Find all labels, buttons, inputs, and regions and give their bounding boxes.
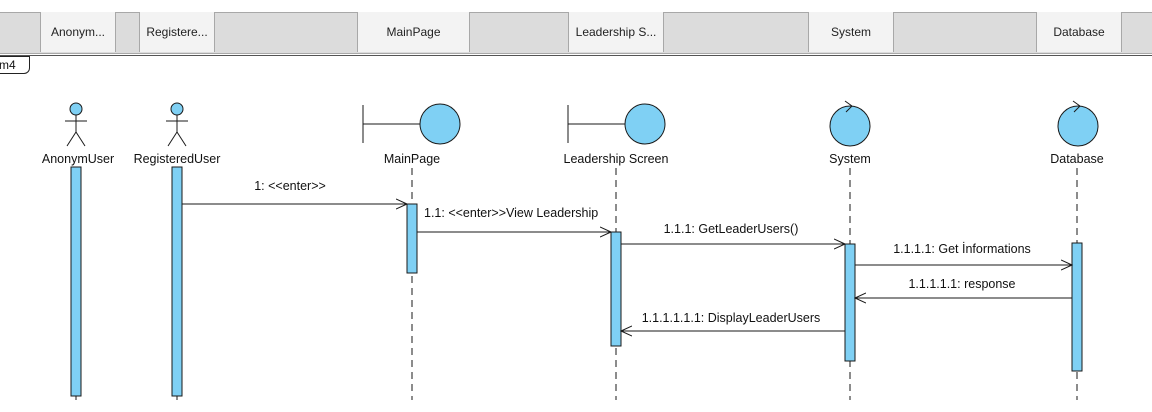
actor-icon[interactable]	[166, 102, 188, 147]
boundary-icon[interactable]	[362, 103, 461, 145]
lifeline-name-anonymuser: AnonymUser	[42, 152, 114, 166]
message-label-1-1-1: 1.1.1: GetLeaderUsers()	[664, 222, 799, 236]
activation-bar-leadership-screen[interactable]	[610, 231, 622, 347]
header-cell-system[interactable]: System	[808, 12, 894, 52]
header-cell-mainpage[interactable]: MainPage	[357, 12, 470, 52]
message-label-1-1-1-1: 1.1.1.1: Get İnformations	[893, 242, 1031, 256]
lifeline-name-system: System	[829, 152, 871, 166]
message-label-display-leader-users: 1.1.1.1.1.1: DisplayLeaderUsers	[642, 311, 821, 325]
header-cell-registereduser[interactable]: Registere...	[139, 12, 215, 52]
actor-icon[interactable]	[65, 102, 87, 147]
control-icon[interactable]	[1057, 100, 1099, 147]
lifeline-name-registereduser: RegisteredUser	[134, 152, 221, 166]
message-label-1-1: 1.1: <<enter>>View Leadership	[424, 206, 598, 220]
lifeline-name-leadership-screen: Leadership Screen	[564, 152, 669, 166]
activation-bar-database[interactable]	[1071, 242, 1083, 372]
activation-bar-anonymuser[interactable]	[70, 166, 82, 397]
message-label-response: 1.1.1.1.1: response	[908, 277, 1015, 291]
lifeline-name-database: Database	[1050, 152, 1104, 166]
header-cell-leadership-screen[interactable]: Leadership S...	[568, 12, 664, 52]
frame-tab[interactable]: m4	[0, 56, 30, 74]
boundary-icon[interactable]	[567, 103, 666, 145]
activation-bar-mainpage[interactable]	[406, 203, 418, 274]
activation-bar-system[interactable]	[844, 243, 856, 362]
activation-bar-registereduser[interactable]	[171, 166, 183, 397]
control-icon[interactable]	[829, 100, 871, 147]
header-cell-anonymuser[interactable]: Anonym...	[40, 12, 116, 52]
frame-border	[0, 55, 1152, 56]
message-label-1: 1: <<enter>>	[254, 179, 326, 193]
lifeline-name-mainpage: MainPage	[384, 152, 440, 166]
header-cell-database[interactable]: Database	[1036, 12, 1122, 52]
